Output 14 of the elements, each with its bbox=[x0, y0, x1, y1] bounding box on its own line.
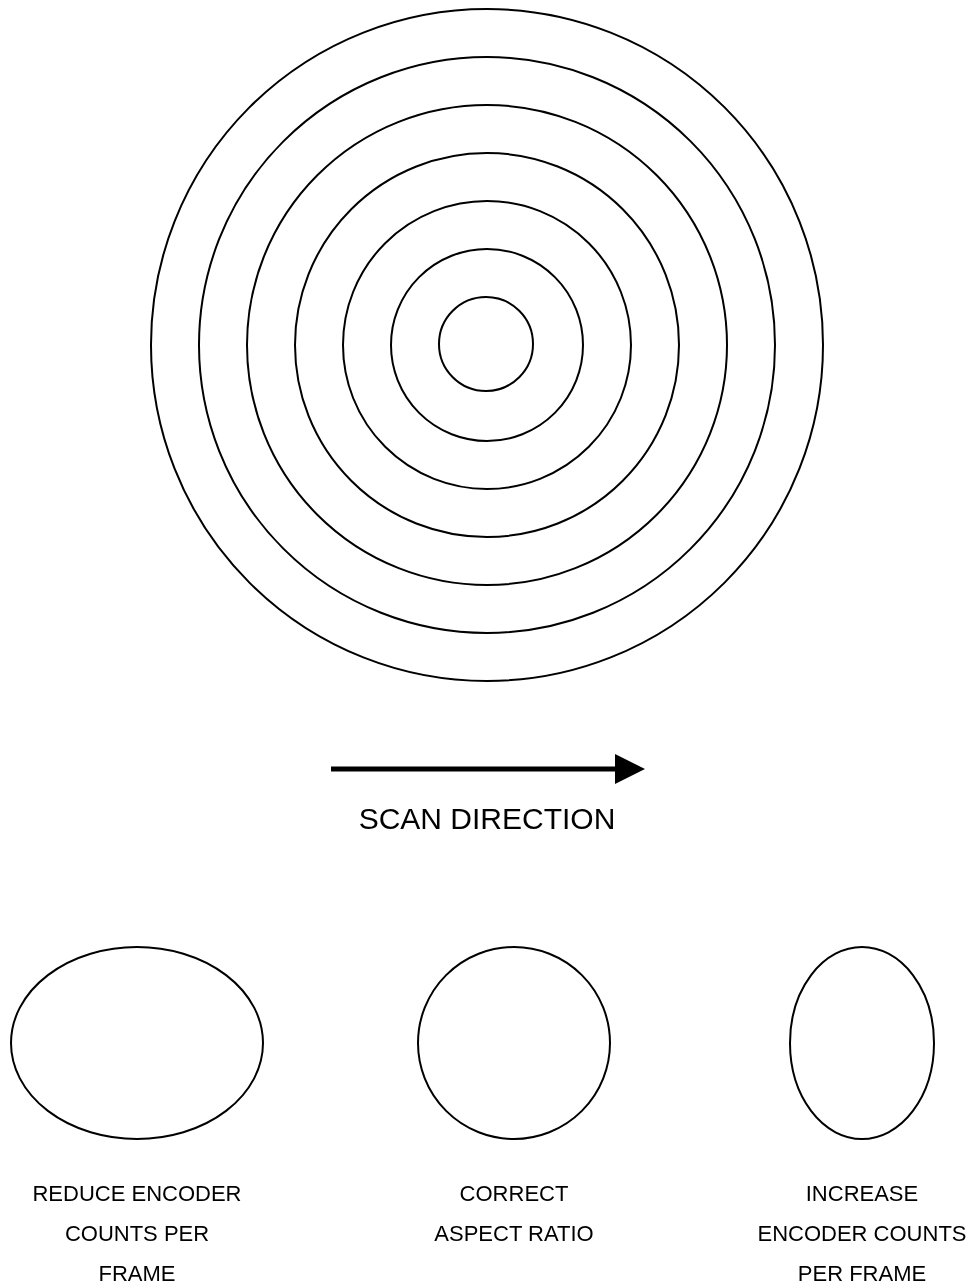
circle-outline bbox=[417, 946, 611, 1140]
ellipse-outline bbox=[10, 946, 264, 1140]
caption-text: CORRECT ASPECT RATIO bbox=[433, 1180, 595, 1248]
circle-outline bbox=[246, 104, 728, 586]
circle-outline bbox=[390, 248, 584, 442]
circle-outline bbox=[150, 8, 824, 682]
caption-text: INCREASE ENCODER COUNTS PER FRAME bbox=[757, 1180, 967, 1287]
circle-outline bbox=[294, 152, 680, 538]
circle-outline bbox=[438, 296, 534, 392]
direction-label: SCAN DIRECTION bbox=[358, 802, 616, 836]
circle-outline bbox=[198, 56, 776, 634]
ellipse-outline bbox=[789, 946, 935, 1140]
circle-outline bbox=[342, 200, 632, 490]
caption-text: REDUCE ENCODER COUNTS PER FRAME bbox=[32, 1180, 242, 1287]
